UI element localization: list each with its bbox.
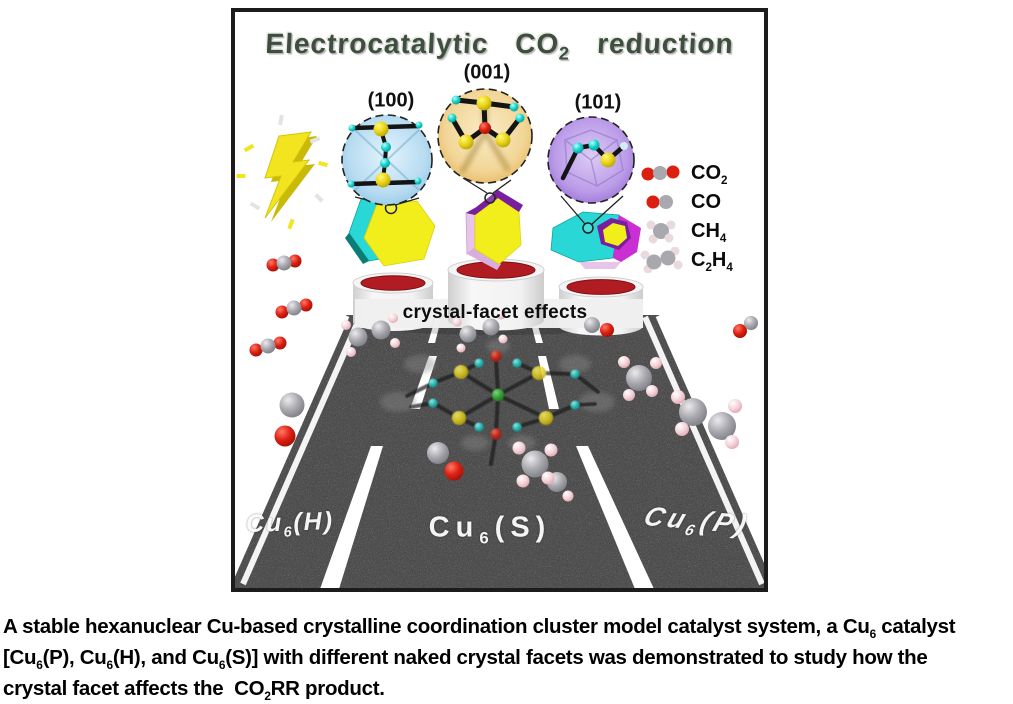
road-edge-line-right-outer [655, 314, 764, 563]
co2-molecule [249, 336, 287, 357]
facet-circle-100 [341, 114, 433, 206]
c2h4-molecule [671, 390, 742, 449]
road-edge-line-left-inner [240, 315, 363, 586]
podium-label: crystal-facet effects [402, 302, 588, 323]
co-molecule [274, 392, 305, 447]
co2-molecule [266, 254, 302, 272]
ch4-molecule [512, 441, 574, 502]
facet-label-100: (100) [367, 89, 415, 112]
c2h4-molecule-icon [640, 247, 683, 273]
caption-line-2: [Cu6(P), Cu6(H), and Cu6(S)] with differ… [3, 646, 928, 673]
graphical-abstract-frame: Electrocatalytic CO2 reduction (100) (00… [231, 8, 768, 592]
crystal-100 [345, 195, 436, 267]
co2-feed-molecules [249, 254, 313, 447]
legend-label-ch4: CH4 [691, 220, 727, 245]
facet-label-101: (101) [574, 91, 622, 114]
legend-item-ch4: CH4 [639, 218, 733, 244]
figure-title: Electrocatalytic CO2 reduction [264, 28, 735, 64]
co-molecule [733, 316, 758, 338]
figure-art [235, 88, 764, 588]
caption: A stable hexanuclear Cu-based crystallin… [3, 611, 1009, 704]
facet-circle-101 [547, 116, 635, 204]
road-label-cu6s: Cu6(S) [428, 511, 552, 548]
co-molecule [427, 442, 464, 481]
legend-label-co: CO [691, 191, 721, 213]
caption-line-3: crystal facet affects the CO2RR product. [3, 677, 385, 704]
ch4-molecule-icon [646, 220, 676, 244]
co-molecule-icon [646, 195, 673, 209]
road-edge-line-right-inner [642, 315, 764, 586]
ch4-molecule [618, 356, 662, 401]
facet-label-001: (001) [463, 61, 511, 84]
legend: CO2 CO CH4 C2H4 [639, 160, 733, 273]
legend-label-co2: CO2 [691, 162, 728, 187]
legend-label-c2h4: C2H4 [691, 249, 733, 274]
crystal-001 [462, 177, 523, 270]
facet-circle-001 [437, 88, 533, 184]
zoom-marker [484, 192, 496, 204]
road-label-cu6h: Cu6(H) [245, 506, 335, 541]
product-molecules [341, 310, 758, 502]
c2h4-molecule [341, 313, 400, 357]
co2-molecule [275, 298, 313, 319]
zoom-marker [582, 222, 594, 234]
spark-icons [236, 114, 328, 230]
co2-molecule-icon [641, 165, 680, 181]
legend-item-c2h4: C2H4 [639, 247, 733, 273]
legend-item-co2: CO2 [639, 160, 733, 186]
caption-line-1: A stable hexanuclear Cu-based crystallin… [3, 615, 956, 642]
crystal-101 [550, 195, 641, 269]
c2h4-molecule [452, 310, 508, 353]
lightning-icon [236, 114, 328, 230]
co-molecule [584, 317, 614, 337]
legend-item-co: CO [639, 189, 733, 215]
road-edge-line-left-outer [235, 314, 350, 577]
